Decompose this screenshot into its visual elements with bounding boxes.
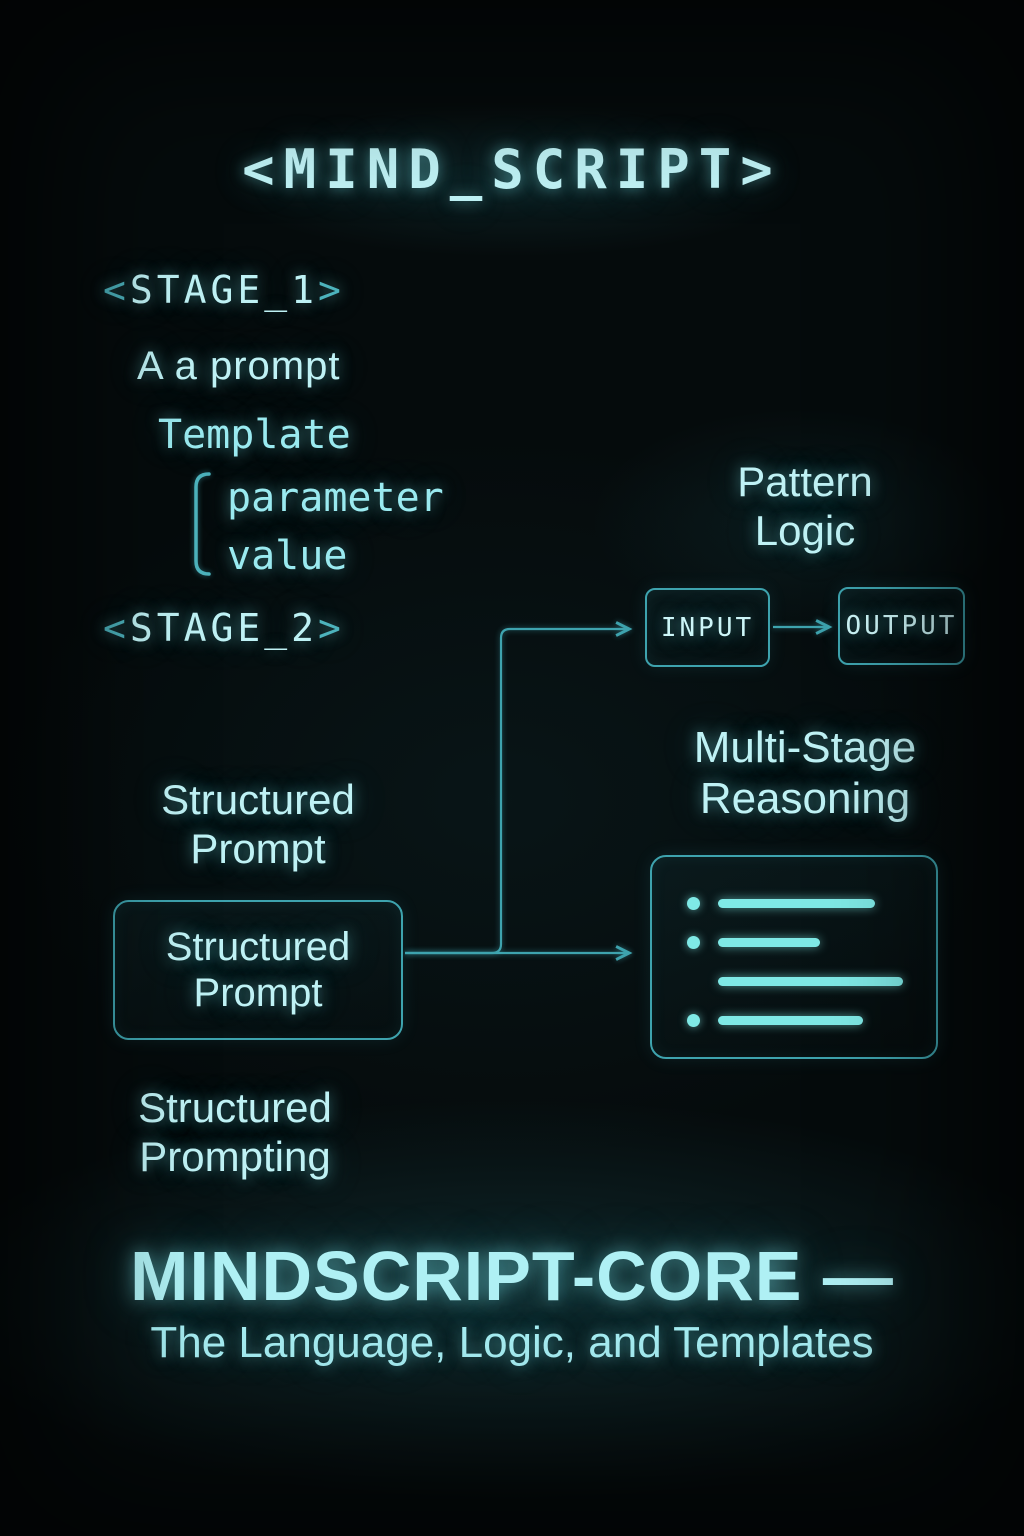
- list-row: [652, 936, 936, 949]
- stage1-text-line2: Template: [158, 412, 351, 458]
- bullet-dot: [687, 897, 700, 910]
- input-node: INPUT: [645, 588, 770, 667]
- stage1-text-line1: A a prompt: [137, 344, 341, 388]
- footer-subtitle: The Language, Logic, and Templates: [150, 1318, 874, 1367]
- list-row: [652, 975, 936, 988]
- input-node-label: INPUT: [660, 612, 755, 643]
- stage1-close-bracket: >: [318, 268, 345, 312]
- list-row: [652, 897, 936, 910]
- output-node-label: OUTPUT: [845, 611, 958, 641]
- stage2-open-bracket: <: [103, 606, 130, 650]
- list-row: [652, 1014, 936, 1027]
- wire-prompt-to-input: [405, 621, 633, 955]
- reasoning-list: [652, 897, 936, 1053]
- bullet-dot: [687, 1014, 700, 1027]
- structured-prompting-label: Structured Prompting: [138, 1084, 332, 1180]
- stage2-name: STAGE_2: [129, 606, 319, 650]
- stage1-label: <STAGE_1>: [103, 268, 345, 312]
- list-line: [718, 899, 875, 908]
- parameter-item-2: value: [227, 533, 348, 579]
- list-line: [718, 977, 903, 986]
- footer-title: MINDSCRIPT-CORE —: [130, 1237, 894, 1315]
- list-line: [718, 1016, 863, 1025]
- bullet-dot: [687, 936, 700, 949]
- stage1-open-bracket: <: [103, 268, 130, 312]
- structured-prompt-heading: Structured Prompt: [161, 776, 355, 872]
- output-node: OUTPUT: [838, 587, 965, 665]
- stage2-label: <STAGE_2>: [103, 606, 345, 650]
- list-line: [718, 938, 820, 947]
- structured-prompt-node: Structured Prompt: [113, 900, 403, 1040]
- main-title: <MIND_SCRIPT>: [242, 138, 782, 201]
- stage1-name: STAGE_1: [129, 268, 319, 312]
- structured-prompt-node-label: Structured Prompt: [165, 924, 351, 1015]
- pattern-logic-heading: Pattern Logic: [737, 458, 873, 554]
- reasoning-list-node: [650, 855, 938, 1059]
- parameter-item-1: parameter: [227, 475, 444, 521]
- multi-stage-heading: Multi-Stage Reasoning: [693, 723, 917, 824]
- parameter-bracket: [194, 472, 211, 576]
- stage2-close-bracket: >: [318, 606, 345, 650]
